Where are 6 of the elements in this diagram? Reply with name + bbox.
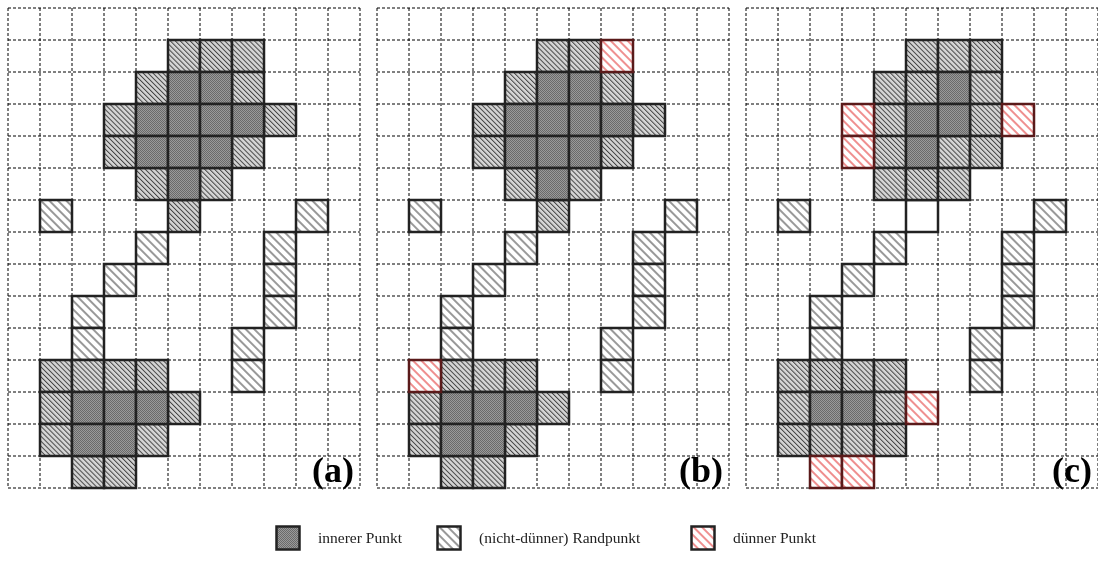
panel-label: (b)	[679, 452, 723, 488]
legend-label: (nicht-dünner) Randpunkt	[479, 528, 641, 548]
legend-label: dünner Punkt	[733, 528, 817, 548]
panel-label: (c)	[1052, 452, 1092, 488]
panel-label: (a)	[312, 452, 354, 488]
legend-label: innerer Punkt	[318, 528, 402, 548]
